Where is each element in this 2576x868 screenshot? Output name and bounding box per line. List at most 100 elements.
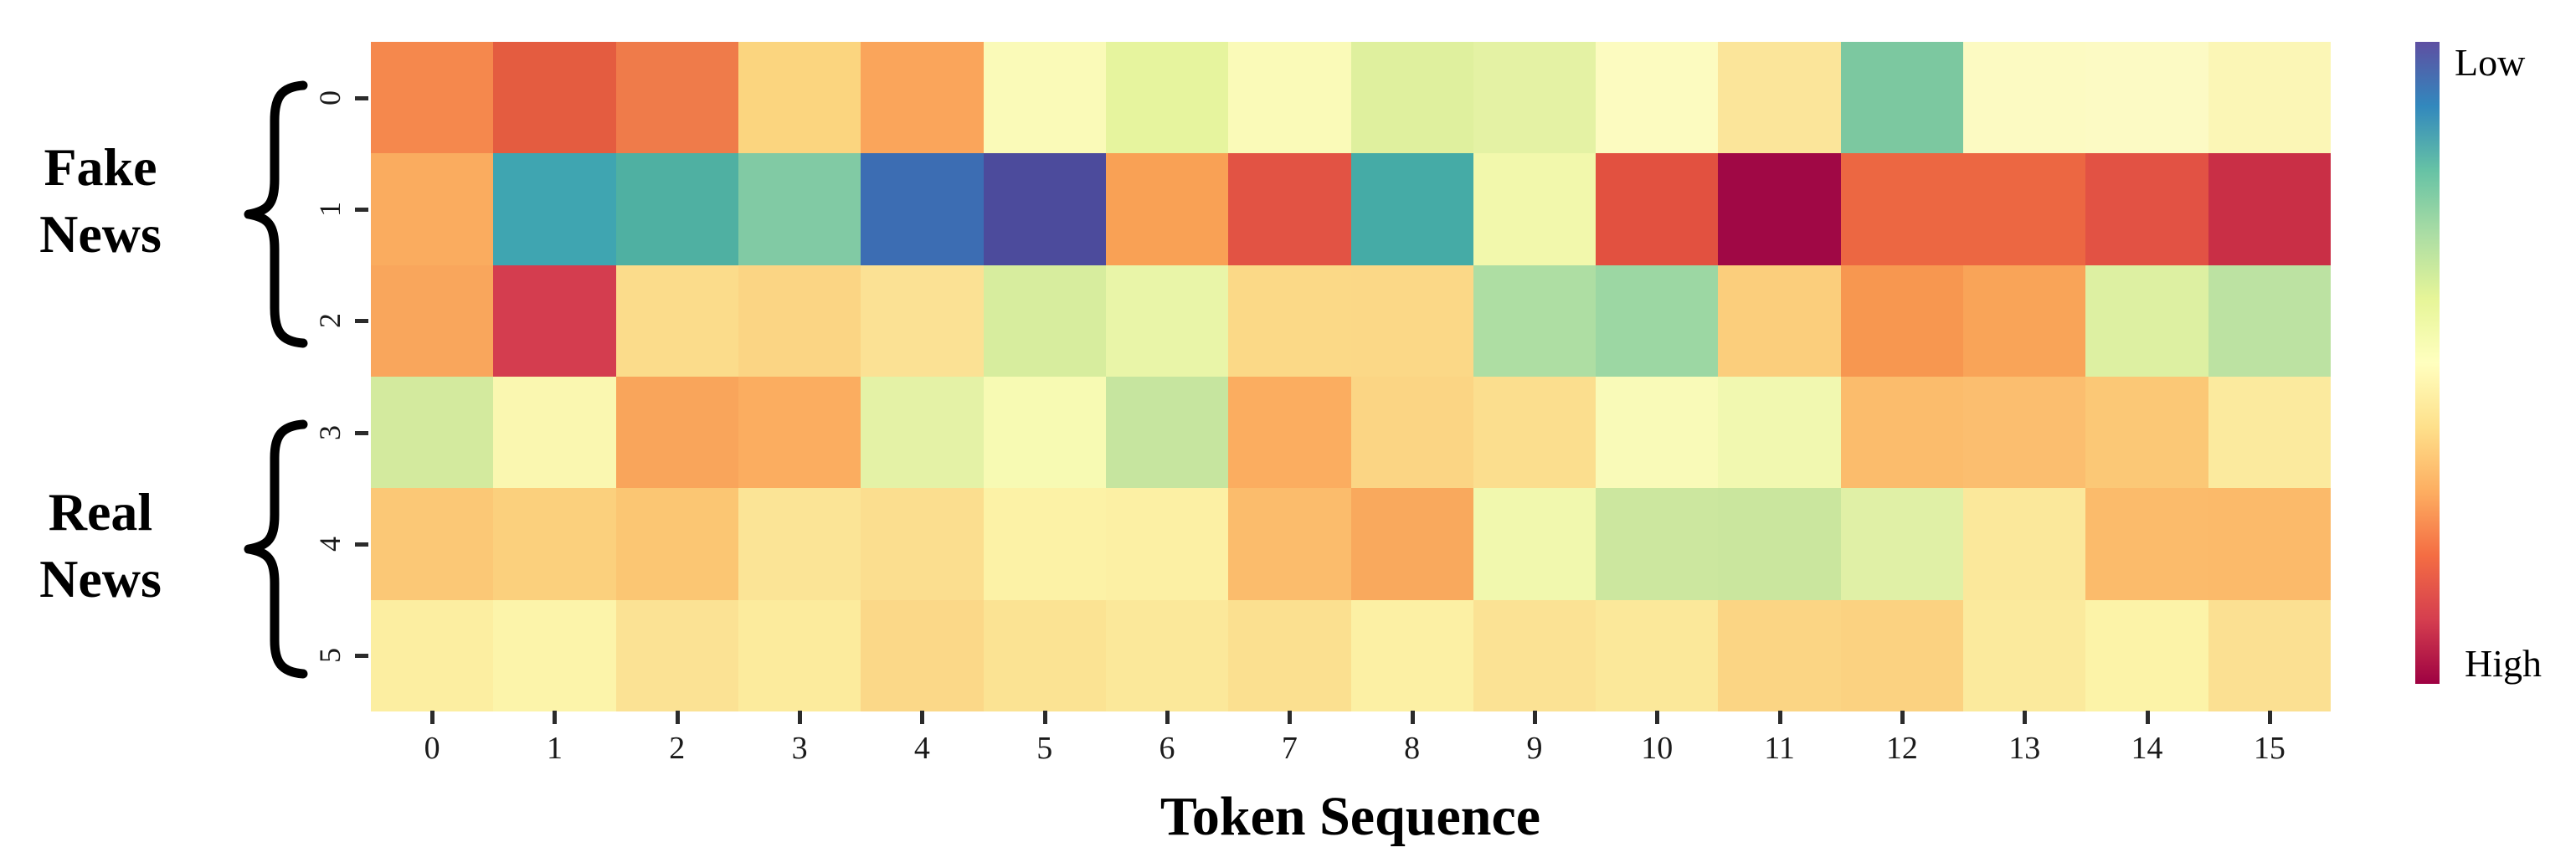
y-tick-mark-3: [355, 430, 368, 435]
heatmap-cell-r5-c10: [1596, 599, 1719, 711]
heatmap-cell-r5-c13: [1963, 599, 2086, 711]
heatmap-cell-r3-c7: [1228, 376, 1351, 489]
heatmap-cell-r0-c12: [1840, 42, 1964, 154]
heatmap-cell-r1-c5: [983, 153, 1106, 265]
y-tick-mark-0: [355, 95, 368, 100]
heatmap-cell-r3-c3: [738, 376, 861, 489]
colorbar-low-label: Low: [2455, 41, 2526, 84]
y-tick-label-1: 1: [313, 202, 347, 217]
x-tick-label-0: 0: [424, 731, 440, 766]
x-tick-mark-10: [1655, 711, 1660, 724]
heatmap-cell-r1-c8: [1350, 153, 1473, 265]
heatmap-cell-r1-c15: [2208, 153, 2331, 265]
heatmap-cell-r4-c12: [1840, 488, 1964, 600]
heatmap-cell-r4-c11: [1718, 488, 1841, 600]
heatmap-cell-r2-c14: [2085, 265, 2208, 377]
heatmap-cell-r1-c3: [738, 153, 861, 265]
heatmap-cell-r2-c10: [1596, 265, 1719, 377]
heatmap-cell-r4-c7: [1228, 488, 1351, 600]
heatmap-cell-r3-c6: [1105, 376, 1229, 489]
x-tick-label-9: 9: [1526, 731, 1543, 766]
x-tick-mark-14: [2145, 711, 2150, 724]
heatmap-cell-r1-c14: [2085, 153, 2208, 265]
heatmap-cell-r0-c9: [1473, 42, 1597, 154]
heatmap-cell-r2-c11: [1718, 265, 1841, 377]
heatmap-cell-r2-c5: [983, 265, 1106, 377]
heatmap-cell-r4-c8: [1350, 488, 1473, 600]
x-tick-mark-0: [430, 711, 435, 724]
x-tick-mark-13: [2023, 711, 2028, 724]
heatmap-cell-r0-c10: [1596, 42, 1719, 154]
heatmap-cell-r3-c1: [493, 376, 616, 489]
heatmap-cell-r4-c0: [371, 488, 494, 600]
heatmap-cell-r0-c15: [2208, 42, 2331, 154]
x-tick-mark-7: [1288, 711, 1293, 724]
x-tick-mark-6: [1165, 711, 1170, 724]
y-tick-mark-5: [355, 654, 368, 659]
heatmap-cell-r5-c3: [738, 599, 861, 711]
heatmap-cell-r3-c10: [1596, 376, 1719, 489]
heatmap-cell-r2-c1: [493, 265, 616, 377]
heatmap-cell-r4-c2: [615, 488, 738, 600]
real-news-label-line1: Real: [48, 482, 153, 542]
y-tick-label-4: 4: [313, 537, 347, 552]
heatmap-cell-r2-c8: [1350, 265, 1473, 377]
x-tick-label-14: 14: [2131, 731, 2163, 766]
heatmap-cell-r1-c10: [1596, 153, 1719, 265]
heatmap-cell-r4-c3: [738, 488, 861, 600]
x-tick-mark-11: [1777, 711, 1782, 724]
heatmap-cell-r5-c6: [1105, 599, 1229, 711]
x-tick-label-11: 11: [1764, 731, 1795, 766]
heatmap-cell-r5-c15: [2208, 599, 2331, 711]
colorbar: [2415, 42, 2440, 684]
heatmap-cell-r4-c1: [493, 488, 616, 600]
x-axis-title: Token Sequence: [1159, 786, 1541, 847]
heatmap-cell-r0-c14: [2085, 42, 2208, 154]
heatmap-cell-r2-c3: [738, 265, 861, 377]
heatmap-cell-r1-c1: [493, 153, 616, 265]
x-tick-mark-15: [2267, 711, 2272, 724]
heatmap-cell-r0-c5: [983, 42, 1106, 154]
heatmap-cell-r0-c1: [493, 42, 616, 154]
heatmap-cell-r1-c2: [615, 153, 738, 265]
heatmap-cell-r4-c10: [1596, 488, 1719, 600]
heatmap-cell-r4-c13: [1963, 488, 2086, 600]
fake-news-group-label: Fake News: [0, 134, 201, 268]
x-tick-label-1: 1: [546, 731, 563, 766]
x-tick-mark-5: [1042, 711, 1047, 724]
heatmap-cell-r3-c14: [2085, 376, 2208, 489]
y-tick-mark-1: [355, 208, 368, 212]
heatmap-cell-r3-c15: [2208, 376, 2331, 489]
y-tick-label-5: 5: [313, 648, 347, 664]
x-tick-mark-8: [1410, 711, 1415, 724]
heatmap-cell-r1-c4: [861, 153, 984, 265]
heatmap-cell-r1-c7: [1228, 153, 1351, 265]
heatmap-cell-r5-c0: [371, 599, 494, 711]
heatmap-cell-r0-c4: [861, 42, 984, 154]
heatmap-cell-r1-c12: [1840, 153, 1964, 265]
heatmap-cell-r5-c9: [1473, 599, 1597, 711]
x-tick-label-7: 7: [1281, 731, 1298, 766]
heatmap-cell-r1-c6: [1105, 153, 1229, 265]
heatmap-cell-r1-c13: [1963, 153, 2086, 265]
heatmap-cell-r2-c4: [861, 265, 984, 377]
heatmap-cell-r2-c0: [371, 265, 494, 377]
x-tick-label-6: 6: [1159, 731, 1175, 766]
x-tick-mark-3: [798, 711, 803, 724]
heatmap-cell-r1-c0: [371, 153, 494, 265]
heatmap-cell-r4-c4: [861, 488, 984, 600]
x-tick-label-15: 15: [2253, 731, 2285, 766]
heatmap-cell-r0-c13: [1963, 42, 2086, 154]
heatmap-cell-r2-c9: [1473, 265, 1597, 377]
colorbar-high-label: High: [2465, 642, 2542, 685]
heatmap-cell-r2-c2: [615, 265, 738, 377]
real-news-label-line2: News: [39, 549, 162, 609]
heatmap-cell-r5-c8: [1350, 599, 1473, 711]
x-tick-label-12: 12: [1885, 731, 1918, 766]
heatmap-cell-r4-c14: [2085, 488, 2208, 600]
heatmap-cell-r1-c9: [1473, 153, 1597, 265]
x-tick-mark-1: [553, 711, 558, 724]
heatmap-cell-r2-c13: [1963, 265, 2086, 377]
heatmap-cell-r5-c1: [493, 599, 616, 711]
heatmap-cell-r1-c11: [1718, 153, 1841, 265]
